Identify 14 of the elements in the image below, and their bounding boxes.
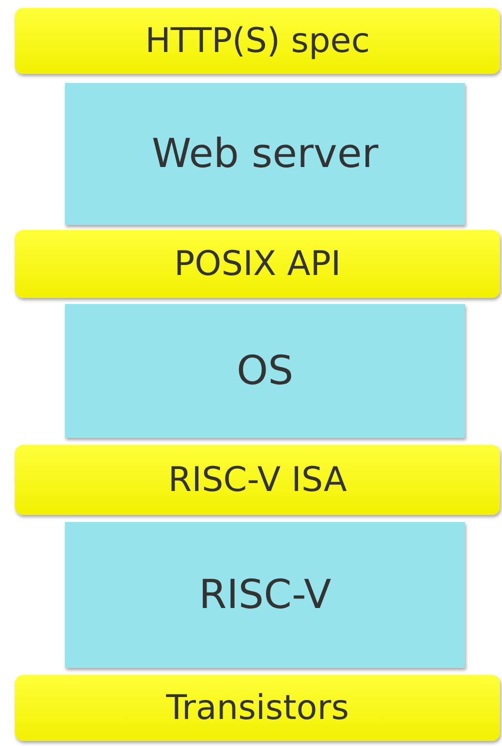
layer-label: POSIX API xyxy=(174,244,341,284)
layer-label: RISC-V xyxy=(198,572,332,618)
layer-label: HTTP(S) spec xyxy=(145,21,370,61)
layer-label: OS xyxy=(236,348,294,394)
layer-box xyxy=(65,83,465,225)
layer-box xyxy=(65,522,465,668)
layer-band xyxy=(15,8,500,74)
layer-label: Web server xyxy=(152,131,378,177)
layer-band xyxy=(15,675,500,741)
layer-band xyxy=(15,230,500,298)
layer-box xyxy=(65,304,465,438)
layer-band xyxy=(15,445,500,515)
layer-label: Transistors xyxy=(166,688,349,728)
layer-label: RISC-V ISA xyxy=(168,460,347,500)
